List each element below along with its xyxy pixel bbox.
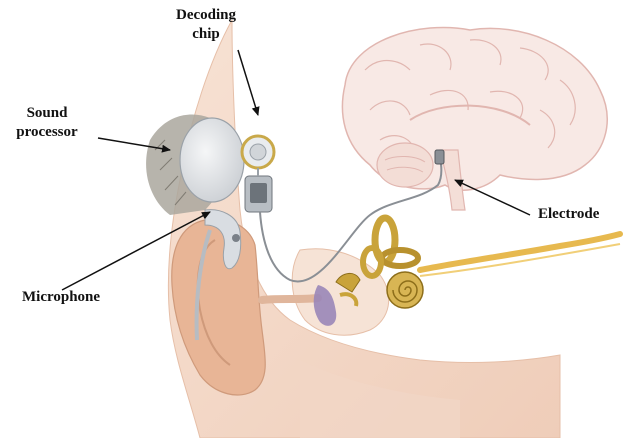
middle-ear: [258, 273, 361, 326]
decoding-chip: [240, 134, 276, 213]
auditory-nerve: [417, 231, 623, 273]
arrow-sound-processor: [97, 137, 171, 153]
electrode-pad: [434, 149, 445, 165]
label-sound-processor-line2: processor: [16, 124, 78, 140]
arrow-microphone: [61, 211, 211, 291]
label-decoding-chip-line2: chip: [192, 26, 220, 42]
arrow-decoding-chip: [237, 49, 260, 116]
label-decoding-chip-line1: Decoding: [176, 7, 236, 23]
label-sound-processor: Sound processor: [0, 104, 94, 142]
inner-ear: [360, 214, 424, 309]
brain: [341, 26, 608, 211]
label-electrode: Electrode: [538, 206, 600, 222]
label-microphone: Microphone: [22, 289, 101, 305]
label-sound-processor-line1: Sound: [26, 105, 68, 121]
label-decoding-chip: Decoding chip: [156, 6, 256, 44]
arrow-electrode: [454, 179, 531, 216]
electrode-lead: [259, 157, 443, 283]
sound-processor: [179, 117, 245, 341]
